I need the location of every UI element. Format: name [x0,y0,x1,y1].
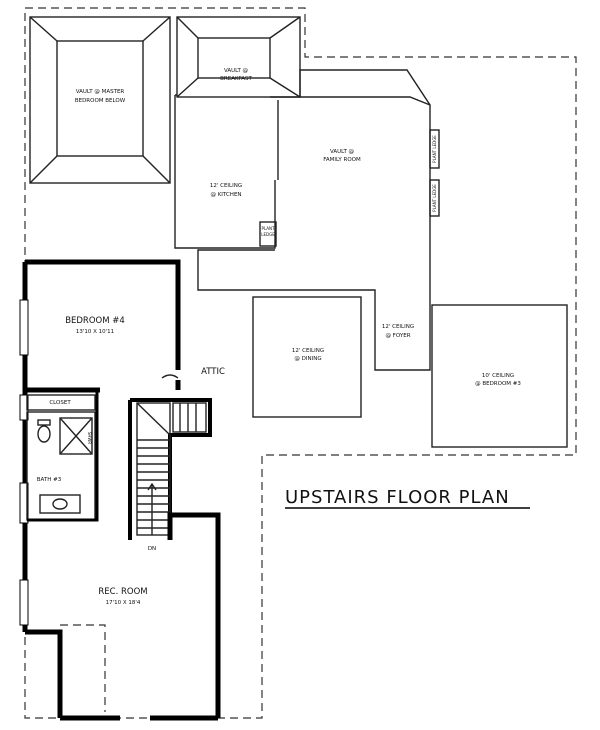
kitchen-label-2: @ KITCHEN [210,192,241,198]
bedroom4-label-2: 13'10 X 10'11 [76,329,114,335]
bedroom3-label-1: 10' CEILING [482,373,514,379]
window-rec [19,579,29,626]
bedroom3-box [431,304,568,448]
family-label-2: FAMILY ROOM [323,157,361,163]
bedroom3-label-2: @ BEDROOM #3 [475,381,521,387]
kitchen-ledge-label-2: LEDGE [261,232,275,237]
bedroom4-label-1: BEDROOM #4 [65,316,125,326]
main-open-area-outline [174,69,431,371]
family-label-1: VAULT @ [330,149,355,155]
plan-title: UPSTAIRS FLOOR PLAN [285,487,510,508]
rec-room-walls [60,512,221,721]
family-ledge-upper-label: PLANT LEDGE [432,135,437,163]
bath-label: BATH #3 [37,477,62,483]
house-outline [24,7,577,719]
family-vault-lines [277,96,431,180]
family-plant-ledge-lower [429,179,440,217]
family-ledge-lower-label: PLANT LEDGE [432,184,437,212]
window-bedroom4 [19,299,29,356]
master-vault-label-2: BEDROOM BELOW [75,98,126,104]
breakfast-vault [176,16,301,98]
kitchen-plant-ledge [259,221,277,247]
window-closet [19,394,29,421]
dining-label-2: @ DINING [294,356,321,362]
window-bath [19,482,29,524]
foyer-label-2: @ FOYER [385,333,410,339]
shower-label: SHWR [87,432,92,445]
dining-label-1: 12' CEILING [292,348,324,354]
family-plant-ledge-upper [429,129,440,169]
rec-room-dashed [60,624,106,712]
rec-room-label-2: 17'10 X 18'4 [106,600,141,606]
bath-area [26,392,99,522]
kitchen-ledge-label-1: PLANT [262,226,275,231]
left-exterior-wall [22,262,63,718]
breakfast-label-2: BREAKFAST [220,76,252,82]
kitchen-label-1: 12' CEILING [210,183,242,189]
stair-dn-label: DN [148,546,156,552]
attic-label: ATTIC [201,367,225,377]
closet-label: CLOSET [49,400,71,406]
master-vault [29,16,171,184]
rec-room-label-1: REC. ROOM [98,587,147,597]
attic-door [161,374,179,379]
dining-box [252,296,362,418]
master-vault-label-1: VAULT @ MASTER [76,89,125,95]
breakfast-label-1: VAULT @ [224,68,249,74]
stair [128,398,212,540]
bedroom4-walls [25,259,181,390]
foyer-label-1: 12' CEILING [382,324,414,330]
